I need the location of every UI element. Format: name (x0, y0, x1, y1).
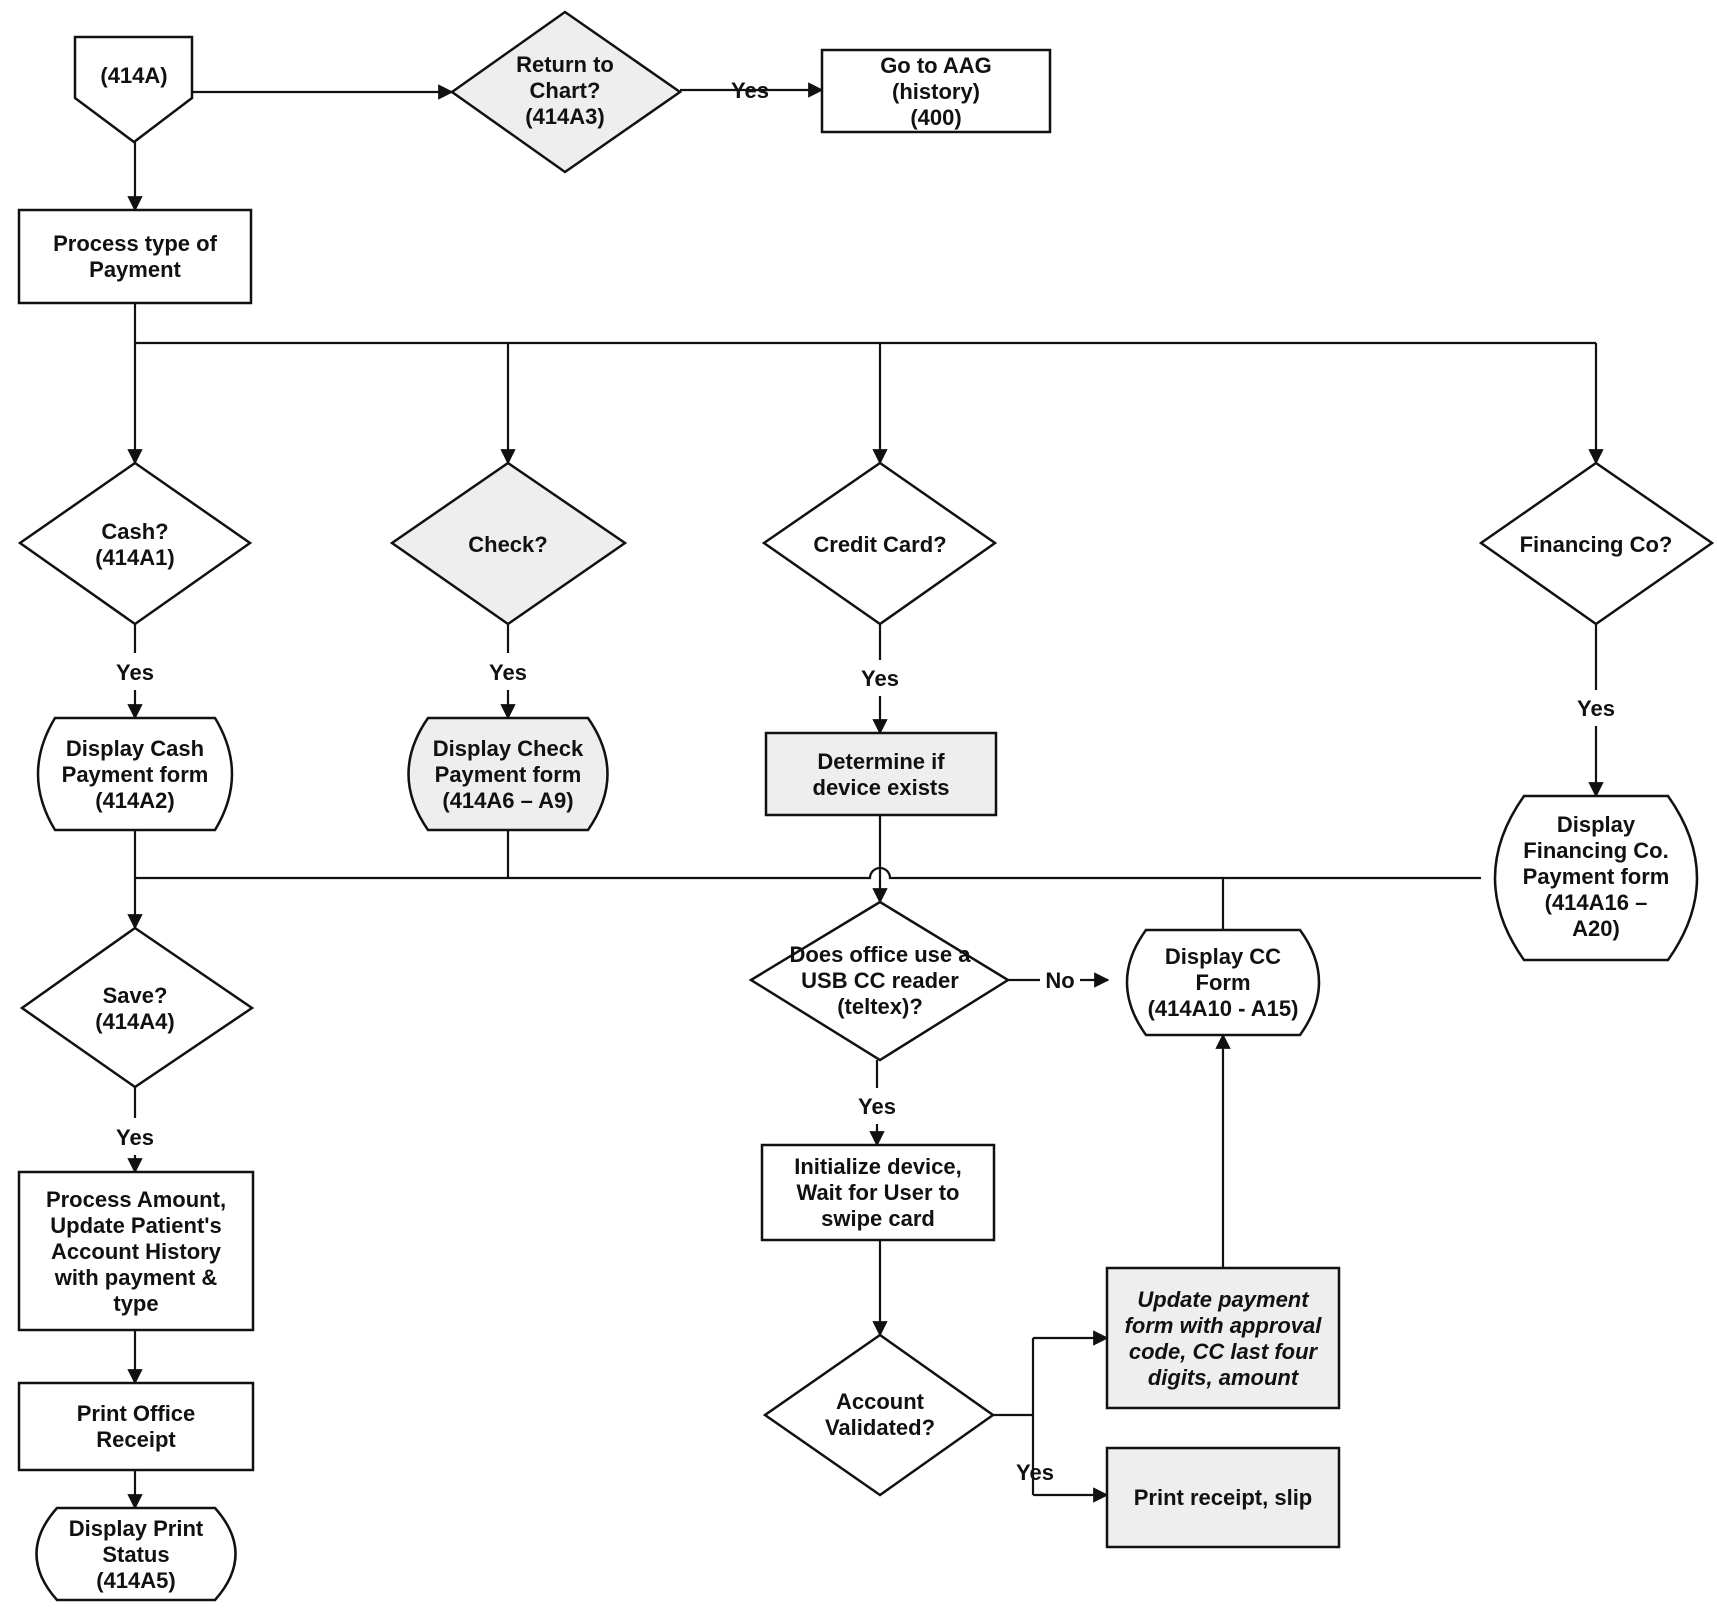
node-label-line: Process type of (53, 231, 218, 256)
edge-label-save-yes: Yes (116, 1125, 154, 1150)
node-label-line: (414A10 - A15) (1148, 996, 1299, 1021)
node-label-line: Update Patient's (50, 1213, 222, 1238)
node-label-line: (400) (910, 105, 961, 130)
node-label-line: Account (836, 1389, 925, 1414)
node-label-line: Save? (103, 983, 168, 1008)
node-label-line: Cash? (101, 519, 168, 544)
node-label-line: Display Cash (66, 736, 204, 761)
node-label-line: form with approval (1125, 1313, 1323, 1338)
edge-merge-bus (135, 868, 1481, 878)
node-label-line: Return to (516, 52, 614, 77)
node-label-line: Update payment (1137, 1287, 1310, 1312)
node-cash: Cash?(414A1) (95, 519, 174, 570)
node-label-line: Check? (468, 532, 547, 557)
node-label-line: Display Print (69, 1516, 204, 1541)
node-label-line: Financing Co. (1523, 838, 1668, 863)
node-label-line: Account History (51, 1239, 222, 1264)
node-label-line: Go to AAG (880, 53, 992, 78)
node-label-line: Print Office (77, 1401, 196, 1426)
node-label-line: (414A1) (95, 545, 174, 570)
node-check: Check? (468, 532, 547, 557)
node-label-line: Does office use a (790, 942, 972, 967)
node-start: (414A) (100, 63, 167, 88)
shapes (19, 12, 1712, 1600)
node-label-line: type (113, 1291, 158, 1316)
node-label-line: (414A) (100, 63, 167, 88)
node-label-line: Receipt (96, 1427, 176, 1452)
node-label-line: Validated? (825, 1415, 935, 1440)
edge-label-fin-yes: Yes (1577, 696, 1615, 721)
node-display-check: Display CheckPayment form(414A6 – A9) (433, 736, 584, 813)
node-label-line: (414A6 – A9) (442, 788, 573, 813)
edge-label-check-yes: Yes (489, 660, 527, 685)
node-print-slip: Print receipt, slip (1134, 1485, 1313, 1510)
node-label-line: Credit Card? (813, 532, 946, 557)
edge-label-cc-yes: Yes (861, 666, 899, 691)
node-label-line: swipe card (821, 1206, 935, 1231)
node-label-line: Print receipt, slip (1134, 1485, 1313, 1510)
node-label-line: Chart? (530, 78, 601, 103)
node-label-line: Payment form (435, 762, 582, 787)
node-label-line: (history) (892, 79, 980, 104)
node-return-chart: Return toChart?(414A3) (516, 52, 614, 129)
node-label-line: (414A16 – (1545, 890, 1648, 915)
node-label-line: Payment (89, 257, 181, 282)
node-label-line: Form (1196, 970, 1251, 995)
node-label-line: with payment & (54, 1265, 218, 1290)
node-label-line: Determine if (817, 749, 945, 774)
node-start-shape (75, 37, 192, 142)
edge-label-cash-yes: Yes (116, 660, 154, 685)
node-label-line: Process Amount, (46, 1187, 226, 1212)
node-label-line: Initialize device, (794, 1154, 962, 1179)
edge-label-validated-yes: Yes (1016, 1460, 1054, 1485)
node-label-line: code, CC last four (1129, 1339, 1319, 1364)
node-label-line: (414A2) (95, 788, 174, 813)
node-label-line: Status (102, 1542, 169, 1567)
node-update-payment: Update paymentform with approvalcode, CC… (1125, 1287, 1323, 1390)
node-label-line: USB CC reader (801, 968, 959, 993)
node-label-line: A20) (1572, 916, 1620, 941)
node-label-line: Financing Co? (1520, 532, 1673, 557)
edge-label-usb-yes: Yes (858, 1094, 896, 1119)
node-label-line: Payment form (1523, 864, 1670, 889)
node-label-line: (414A5) (96, 1568, 175, 1593)
edge-label-return-yes: Yes (731, 78, 769, 103)
node-label-line: device exists (813, 775, 950, 800)
node-label-line: (414A4) (95, 1009, 174, 1034)
node-label-line: digits, amount (1148, 1365, 1300, 1390)
node-determine-device-shape (766, 733, 996, 815)
edge-label-usb-no: No (1045, 968, 1074, 993)
node-label-line: Display CC (1165, 944, 1281, 969)
node-determine-device: Determine ifdevice exists (813, 749, 950, 800)
node-financing: Financing Co? (1520, 532, 1673, 557)
node-label-line: Wait for User to (797, 1180, 960, 1205)
node-account-validated: AccountValidated? (825, 1389, 935, 1440)
node-label-line: Display (1557, 812, 1636, 837)
node-save: Save?(414A4) (95, 983, 174, 1034)
node-label-line: (teltex)? (837, 994, 923, 1019)
node-label-line: Display Check (433, 736, 584, 761)
node-label-line: Payment form (62, 762, 209, 787)
node-credit-card: Credit Card? (813, 532, 946, 557)
node-label-line: (414A3) (525, 104, 604, 129)
